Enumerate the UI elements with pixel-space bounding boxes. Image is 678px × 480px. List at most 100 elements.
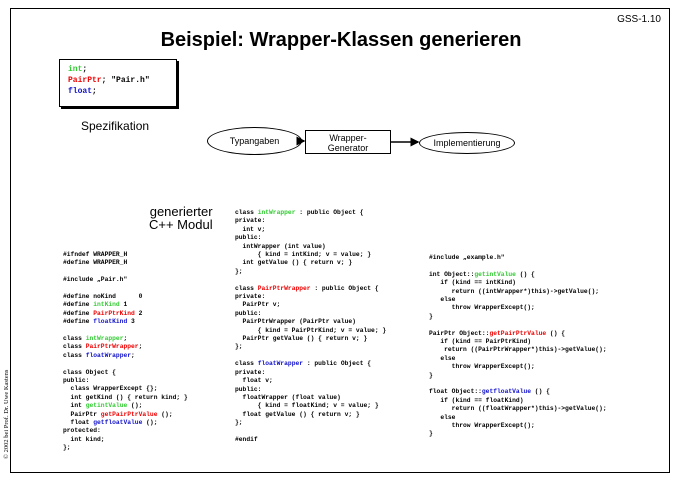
code-line: { kind = floatKind; v = value; } bbox=[235, 402, 386, 410]
code-text: ; bbox=[131, 351, 135, 359]
code-text: protected: bbox=[63, 427, 101, 435]
code-line: }; bbox=[235, 268, 386, 276]
code-line: else bbox=[429, 296, 607, 304]
flow-node-impl: Implementierung bbox=[419, 132, 515, 154]
code-text: throw WrapperExcept(); bbox=[429, 304, 535, 312]
code-text: private: bbox=[235, 293, 266, 301]
code-line: } bbox=[429, 430, 607, 438]
code-text: PairPtr v; bbox=[235, 301, 281, 309]
code-identifier-blue: floatKind bbox=[93, 318, 128, 326]
code-line bbox=[63, 285, 188, 293]
code-line: intWrapper (int value) bbox=[235, 243, 386, 251]
code-text: float v; bbox=[235, 377, 273, 385]
code-text: } bbox=[429, 371, 433, 379]
code-text: () { bbox=[531, 388, 550, 396]
code-text: float getValue () { return v; } bbox=[235, 410, 360, 418]
code-text: PairPtr bbox=[63, 410, 101, 418]
code-line: } bbox=[429, 313, 607, 321]
code-text: } bbox=[429, 312, 433, 320]
code-line: PairPtr v; bbox=[235, 301, 386, 309]
code-line bbox=[429, 262, 607, 270]
code-line: float; bbox=[68, 86, 176, 97]
code-line: class intWrapper : public Object { bbox=[235, 209, 386, 217]
code-text: class bbox=[63, 335, 86, 343]
code-line bbox=[235, 352, 386, 360]
spec-code: int;PairPtr; "Pair.h"float; bbox=[60, 60, 176, 97]
code-text: class bbox=[63, 343, 86, 351]
code-line: int getValue () { return v; } bbox=[235, 259, 386, 267]
code-line: class floatWrapper; bbox=[63, 352, 188, 360]
code-line: class intWrapper; bbox=[63, 335, 188, 343]
code-line: class PairPtrWrapper; bbox=[63, 343, 188, 351]
code-identifier-green: intWrapper bbox=[85, 335, 124, 343]
code-text: ; bbox=[82, 65, 88, 74]
code-text: return ((floatWrapper*)this)->getValue()… bbox=[429, 405, 607, 413]
code-text: public: bbox=[63, 377, 90, 385]
code-text: (); bbox=[142, 419, 158, 427]
code-identifier-red: getPairPtrValue bbox=[100, 410, 158, 418]
code-line: protected: bbox=[63, 427, 188, 435]
code-line: { kind = intKind; v = value; } bbox=[235, 251, 386, 259]
code-identifier-green: getintValue bbox=[474, 270, 516, 278]
code-text: class bbox=[235, 284, 258, 292]
code-text: { kind = intKind; v = value; } bbox=[235, 251, 372, 259]
code-text: floatWrapper (float value) bbox=[235, 393, 341, 401]
code-line: if (kind == PairPtrKind) bbox=[429, 338, 607, 346]
code-line: PairPtr; "Pair.h" bbox=[68, 75, 176, 86]
code-line: int v; bbox=[235, 226, 386, 234]
code-text: ; bbox=[92, 87, 97, 96]
code-text: float Object:: bbox=[429, 388, 482, 396]
code-line: class floatWrapper : public Object { bbox=[235, 360, 386, 368]
generated-label-line2: C++ Modul bbox=[149, 217, 213, 232]
code-text: public: bbox=[235, 309, 262, 317]
code-identifier-blue: float bbox=[68, 87, 93, 96]
code-line: PairPtr getPairPtrValue (); bbox=[63, 411, 188, 419]
code-text: private: bbox=[235, 368, 266, 376]
code-text: (); bbox=[157, 410, 173, 418]
code-line: }; bbox=[235, 343, 386, 351]
code-line: public: bbox=[235, 234, 386, 242]
generator-line1: Wrapper- bbox=[329, 133, 367, 143]
flow-arrows bbox=[296, 136, 420, 147]
code-identifier-green: int bbox=[68, 65, 83, 74]
code-line: #define PairPtrKind 2 bbox=[63, 310, 188, 318]
code-text: #define bbox=[63, 301, 94, 309]
code-text: int v; bbox=[235, 225, 266, 233]
code-classes: class intWrapper : public Object { privat… bbox=[235, 209, 386, 444]
code-line: }; bbox=[63, 444, 188, 452]
code-identifier-blue: floatWrapper bbox=[85, 351, 132, 359]
code-line: class Object { bbox=[63, 369, 188, 377]
generator-line2: Generator bbox=[327, 143, 369, 153]
code-text: public: bbox=[235, 385, 262, 393]
code-line: float v; bbox=[235, 377, 386, 385]
code-line bbox=[235, 276, 386, 284]
code-line: } bbox=[429, 372, 607, 380]
code-line: int kind; bbox=[63, 436, 188, 444]
code-text: }; bbox=[235, 343, 243, 351]
code-line: class PairPtrWrapper : public Object { bbox=[235, 285, 386, 293]
code-text: } bbox=[429, 430, 433, 438]
code-line bbox=[429, 380, 607, 388]
code-identifier-blue: getfloatValue bbox=[481, 388, 532, 396]
slide-id: GSS-1.10 bbox=[617, 14, 661, 25]
code-text: PairPtr Object:: bbox=[429, 329, 490, 337]
code-line: floatWrapper (float value) bbox=[235, 394, 386, 402]
code-text: }; bbox=[63, 444, 71, 452]
code-text: PairPtr getValue () { return v; } bbox=[235, 335, 368, 343]
copyright-notice: © 2002 bei Prof. Dr. Uwe Kastens bbox=[3, 369, 10, 459]
code-line: int getKind () { return kind; } bbox=[63, 394, 188, 402]
code-text: #define noKind 0 bbox=[63, 293, 143, 300]
code-identifier-blue: getfloatValue bbox=[93, 419, 143, 427]
flow-node-generator: Wrapper- Generator bbox=[305, 130, 391, 154]
code-text: int Object:: bbox=[429, 270, 475, 278]
code-line: public: bbox=[235, 310, 386, 318]
code-line bbox=[235, 428, 386, 436]
code-line: class WrapperExcept {}; bbox=[63, 385, 188, 393]
code-text: else bbox=[429, 296, 456, 304]
code-text: throw WrapperExcept(); bbox=[429, 422, 535, 430]
code-identifier-green: getintValue bbox=[85, 402, 128, 410]
slide-title: Beispiel: Wrapper-Klassen generieren bbox=[160, 29, 522, 51]
code-line: throw WrapperExcept(); bbox=[429, 422, 607, 430]
code-text: (); bbox=[127, 402, 143, 410]
code-text: #endif bbox=[235, 435, 258, 443]
